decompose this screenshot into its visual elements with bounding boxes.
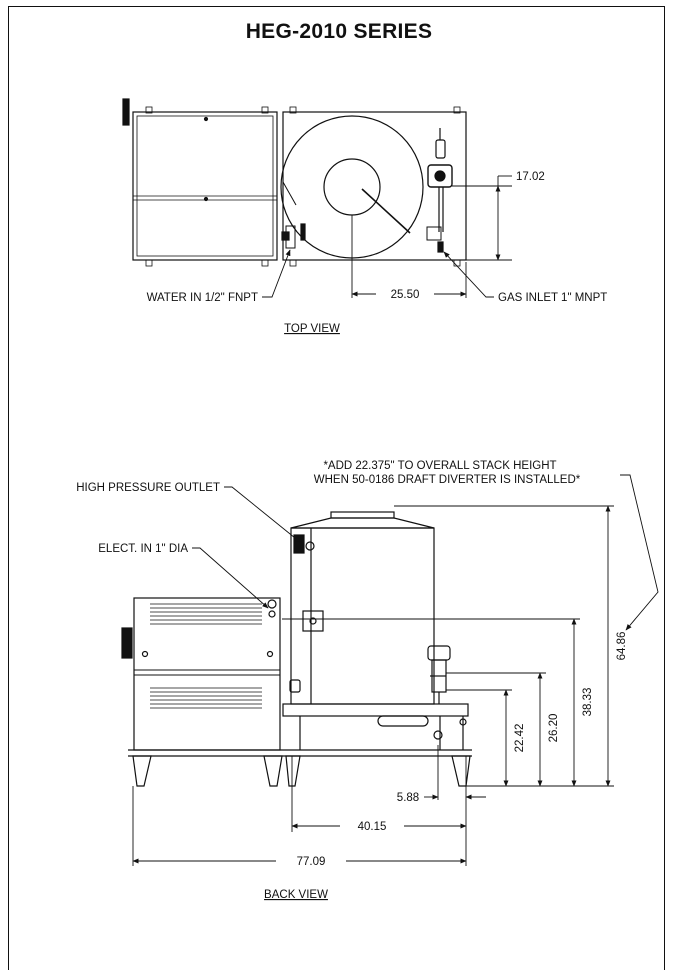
dim-5-88: 5.88 (397, 792, 419, 804)
dim-17-02: 17.02 (516, 171, 545, 183)
drawing-title: HEG-2010 SERIES (245, 20, 433, 43)
dim-40-15: 40.15 (358, 821, 387, 833)
sheet-border (8, 6, 665, 970)
label-high-pressure-outlet: HIGH PRESSURE OUTLET (76, 482, 220, 494)
gas-valve-assembly (426, 128, 453, 253)
back-view-gas-valve (427, 645, 451, 704)
back-view-cabinet (121, 597, 281, 751)
dim-25-50: 25.50 (391, 289, 420, 301)
top-view-cabinet (122, 98, 278, 267)
dim-line-17-02 (452, 175, 512, 261)
leader-high-pressure-outlet (224, 486, 301, 543)
top-view (122, 98, 512, 298)
back-view-skid (128, 703, 472, 787)
back-view-dimensions (132, 505, 614, 866)
top-view-boiler-housing (280, 106, 467, 267)
back-view-boiler-tank (289, 511, 435, 705)
dim-22-42: 22.42 (514, 724, 526, 753)
dim-26-20: 26.20 (548, 714, 560, 743)
dim-64-86: 64.86 (616, 632, 628, 661)
back-view (121, 474, 659, 866)
stack-note-line-2: WHEN 50-0186 DRAFT DIVERTER IS INSTALLED… (314, 474, 581, 486)
caption-top-view: TOP VIEW (284, 323, 340, 335)
leader-gas-inlet (443, 251, 494, 298)
leader-elect-in (192, 547, 269, 609)
stack-note-line-1: *ADD 22.375" TO OVERALL STACK HEIGHT (323, 460, 556, 472)
dim-77-09: 77.09 (297, 856, 326, 868)
label-water-in: WATER IN 1/2" FNPT (147, 292, 258, 304)
leader-water-in (262, 249, 291, 298)
leader-stack-note (620, 474, 659, 631)
dim-line-25-50 (351, 215, 467, 298)
label-elect-in: ELECT. IN 1" DIA (98, 543, 188, 555)
label-gas-inlet: GAS INLET 1" MNPT (498, 292, 607, 304)
caption-back-view: BACK VIEW (264, 889, 328, 901)
flue-stack (323, 158, 381, 216)
dim-38-33: 38.33 (582, 688, 594, 717)
